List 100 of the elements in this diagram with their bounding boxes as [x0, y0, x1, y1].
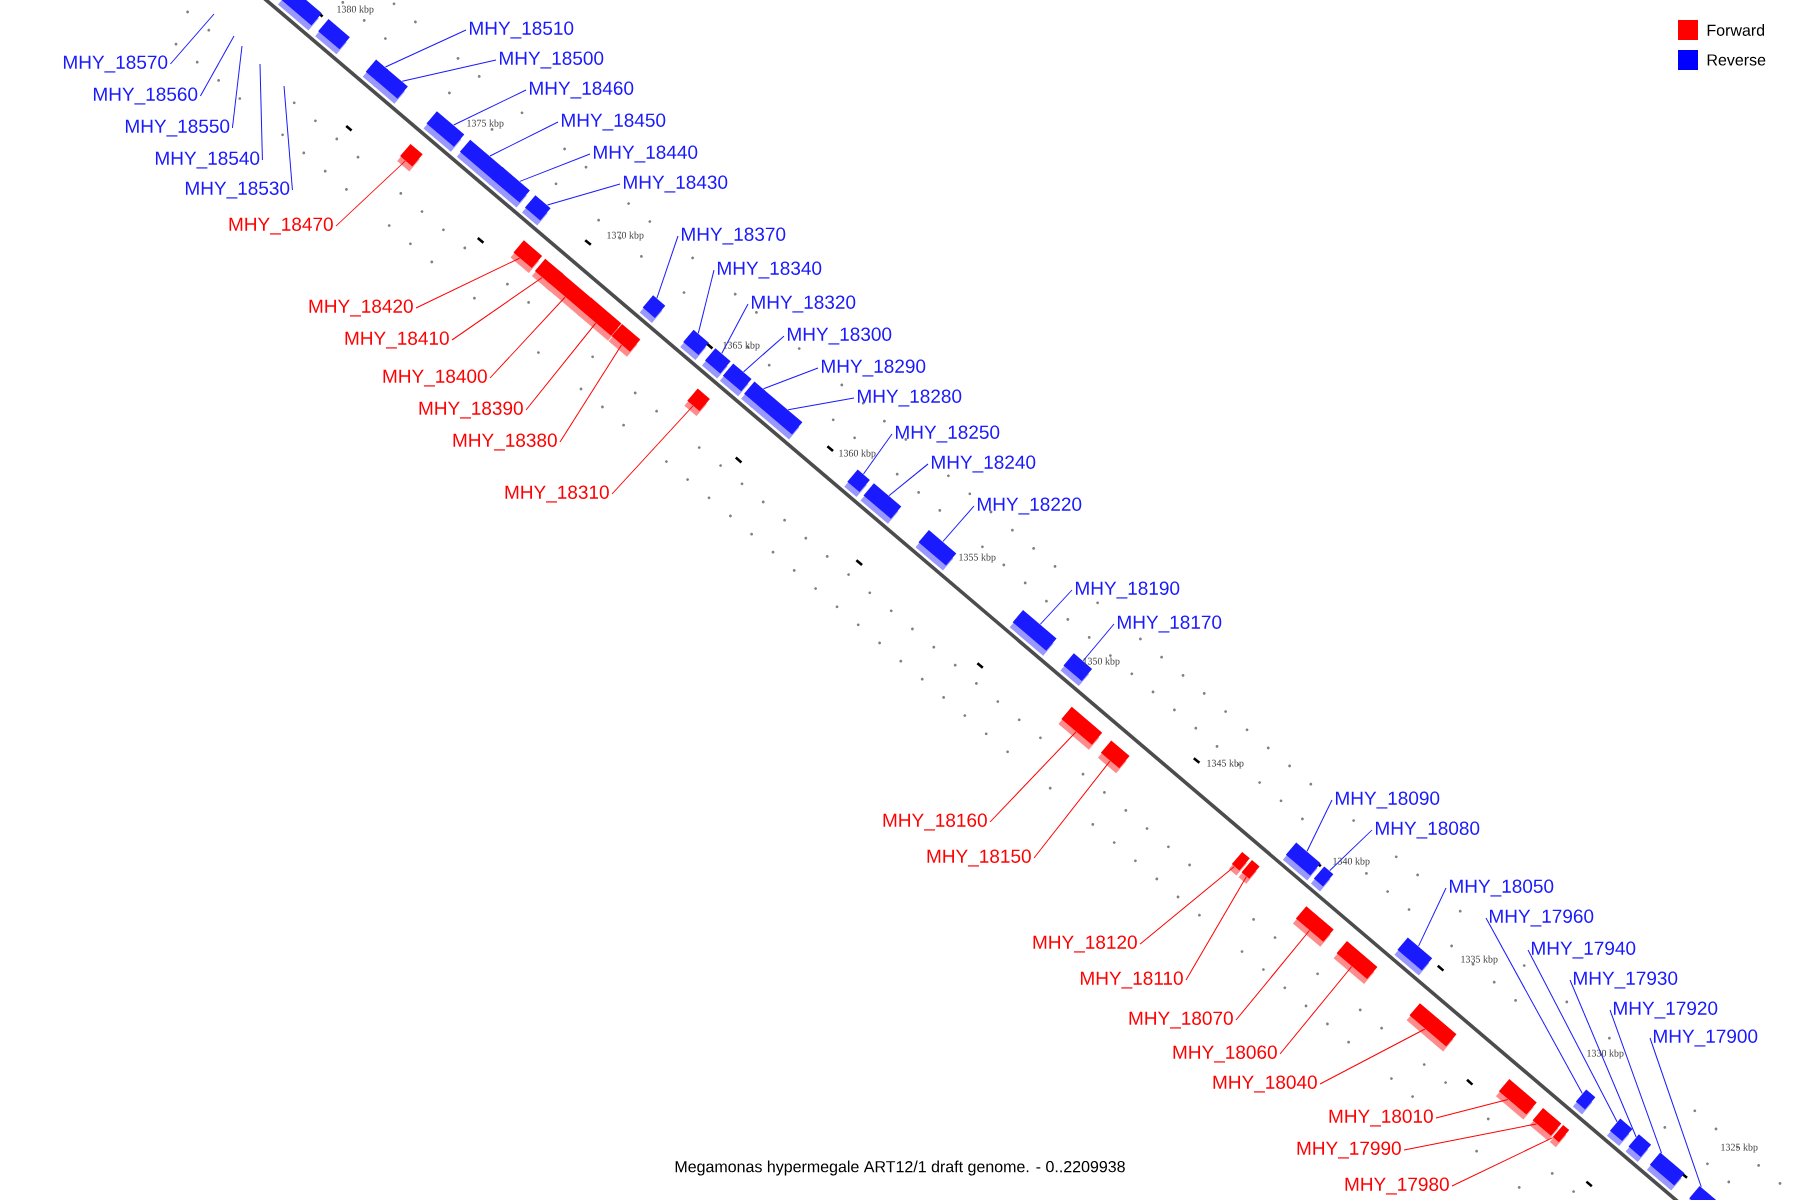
- leader-line: [559, 344, 622, 443]
- legend-label: Forward: [1707, 24, 1765, 36]
- leader-line: [1082, 623, 1115, 662]
- gene-label: MHY_18120: [1033, 935, 1137, 953]
- gene-block: [702, 348, 731, 379]
- leader-line: [199, 35, 235, 97]
- gene-label: MHY_18470: [229, 217, 333, 235]
- gene-label: MHY_18320: [752, 295, 856, 313]
- gene-label: MHY_18570: [63, 55, 168, 73]
- gene-block: [423, 111, 465, 152]
- leader-line: [259, 63, 263, 161]
- leader-line: [1329, 829, 1373, 872]
- gene-label: MHY_18400: [383, 369, 487, 387]
- gene-label: MHY_18250: [896, 425, 1000, 443]
- leader-line: [1319, 1028, 1426, 1085]
- leader-line: [787, 397, 855, 411]
- leader-line: [489, 296, 566, 379]
- gene-block: [749, 388, 803, 440]
- leader-line: [1185, 876, 1247, 981]
- leader-line: [1527, 949, 1618, 1123]
- gene-label: MHY_18280: [858, 389, 962, 407]
- gene-label: MHY_18110: [1080, 971, 1183, 989]
- gene-label: MHY_17960: [1490, 909, 1594, 927]
- gene-block: [680, 329, 709, 360]
- gene-label: MHY_18010: [1329, 1109, 1433, 1127]
- gene-label: MHY_17980: [1345, 1177, 1449, 1195]
- gene-block: [1058, 706, 1103, 750]
- gene-label: MHY_18240: [932, 455, 1036, 473]
- gene-label: MHY_17990: [1297, 1141, 1401, 1159]
- gene-block: [1549, 1124, 1570, 1148]
- gene-block: [1009, 610, 1057, 656]
- gene-label: MHY_18060: [1173, 1045, 1277, 1063]
- leader-line: [415, 257, 521, 309]
- gene-block: [1646, 1152, 1685, 1191]
- leader-line: [1485, 917, 1583, 1094]
- gene-label: MHY_18540: [155, 151, 260, 169]
- gene-block: [489, 167, 530, 208]
- gene-block: [844, 469, 870, 498]
- gene-block: [1572, 1089, 1596, 1115]
- leader-line: [656, 235, 679, 299]
- leader-line: [1039, 589, 1073, 625]
- gene-block: [915, 530, 957, 571]
- gene-label: MHY_18460: [529, 81, 634, 99]
- leader-line: [169, 13, 215, 65]
- gene-label: MHY_17900: [1654, 1029, 1758, 1047]
- leader-line: [888, 463, 929, 497]
- leader-line: [546, 183, 621, 206]
- leader-line: [384, 29, 467, 68]
- gene-label: MHY_18530: [185, 181, 290, 199]
- gene-label: MHY_18370: [681, 227, 786, 245]
- gene-block: [684, 388, 710, 417]
- leader-line: [1451, 1137, 1554, 1187]
- gene-block: [1310, 866, 1334, 892]
- leader-line: [231, 45, 243, 129]
- gene-label: MHY_18220: [978, 497, 1082, 515]
- gene-label: MHY_18040: [1213, 1075, 1317, 1093]
- leader-line: [1306, 799, 1333, 852]
- leader-line: [721, 303, 749, 354]
- gene-label: MHY_18290: [822, 359, 926, 377]
- gene-label: MHY_18150: [927, 849, 1031, 867]
- gene-block: [315, 19, 350, 55]
- gene-block: [1097, 740, 1130, 774]
- gene-label: MHY_18440: [593, 145, 698, 163]
- gene-label: MHY_18080: [1376, 821, 1480, 839]
- gene-block: [1625, 1134, 1652, 1162]
- leader-line: [611, 405, 694, 495]
- leader-line: [697, 269, 715, 334]
- leader-line: [1609, 1009, 1662, 1154]
- leader-line: [1569, 979, 1637, 1138]
- leader-line: [525, 322, 597, 411]
- gene-block: [1406, 1003, 1457, 1052]
- gene-block: [397, 143, 423, 172]
- gene-block: [522, 195, 551, 226]
- gene-block: [1292, 906, 1334, 947]
- gene-label: MHY_18160: [883, 813, 987, 831]
- gene-label: MHY_17930: [1574, 971, 1678, 989]
- leader-line: [1279, 966, 1353, 1055]
- gene-block: [639, 295, 666, 323]
- leader-line: [763, 367, 819, 390]
- gene-label: MHY_18420: [309, 299, 413, 317]
- leader-line: [519, 153, 591, 182]
- leader-line: [1033, 760, 1111, 859]
- leader-line: [1418, 887, 1447, 947]
- leader-line: [1435, 1098, 1509, 1119]
- gene-label: MHY_18190: [1076, 581, 1180, 599]
- gene-label: MHY_18430: [623, 175, 728, 193]
- gene-block: [1394, 937, 1433, 976]
- leader-line: [1403, 1123, 1537, 1151]
- gene-block: [1606, 1118, 1633, 1147]
- leader-line: [743, 335, 785, 373]
- gene-block: [1238, 860, 1260, 884]
- caption: Megamonas hypermegale ART12/1 draft genome. - 0..2209938: [675, 1160, 1125, 1176]
- gene-label: MHY_18500: [499, 51, 604, 69]
- gene-label: MHY_18300: [788, 327, 892, 345]
- gene-label: MHY_18340: [717, 261, 822, 279]
- gene-block: [860, 483, 902, 524]
- leader-line: [942, 505, 975, 542]
- gene-label: MHY_18550: [125, 119, 230, 137]
- gene-block: [1282, 842, 1321, 881]
- leader-line: [989, 731, 1077, 823]
